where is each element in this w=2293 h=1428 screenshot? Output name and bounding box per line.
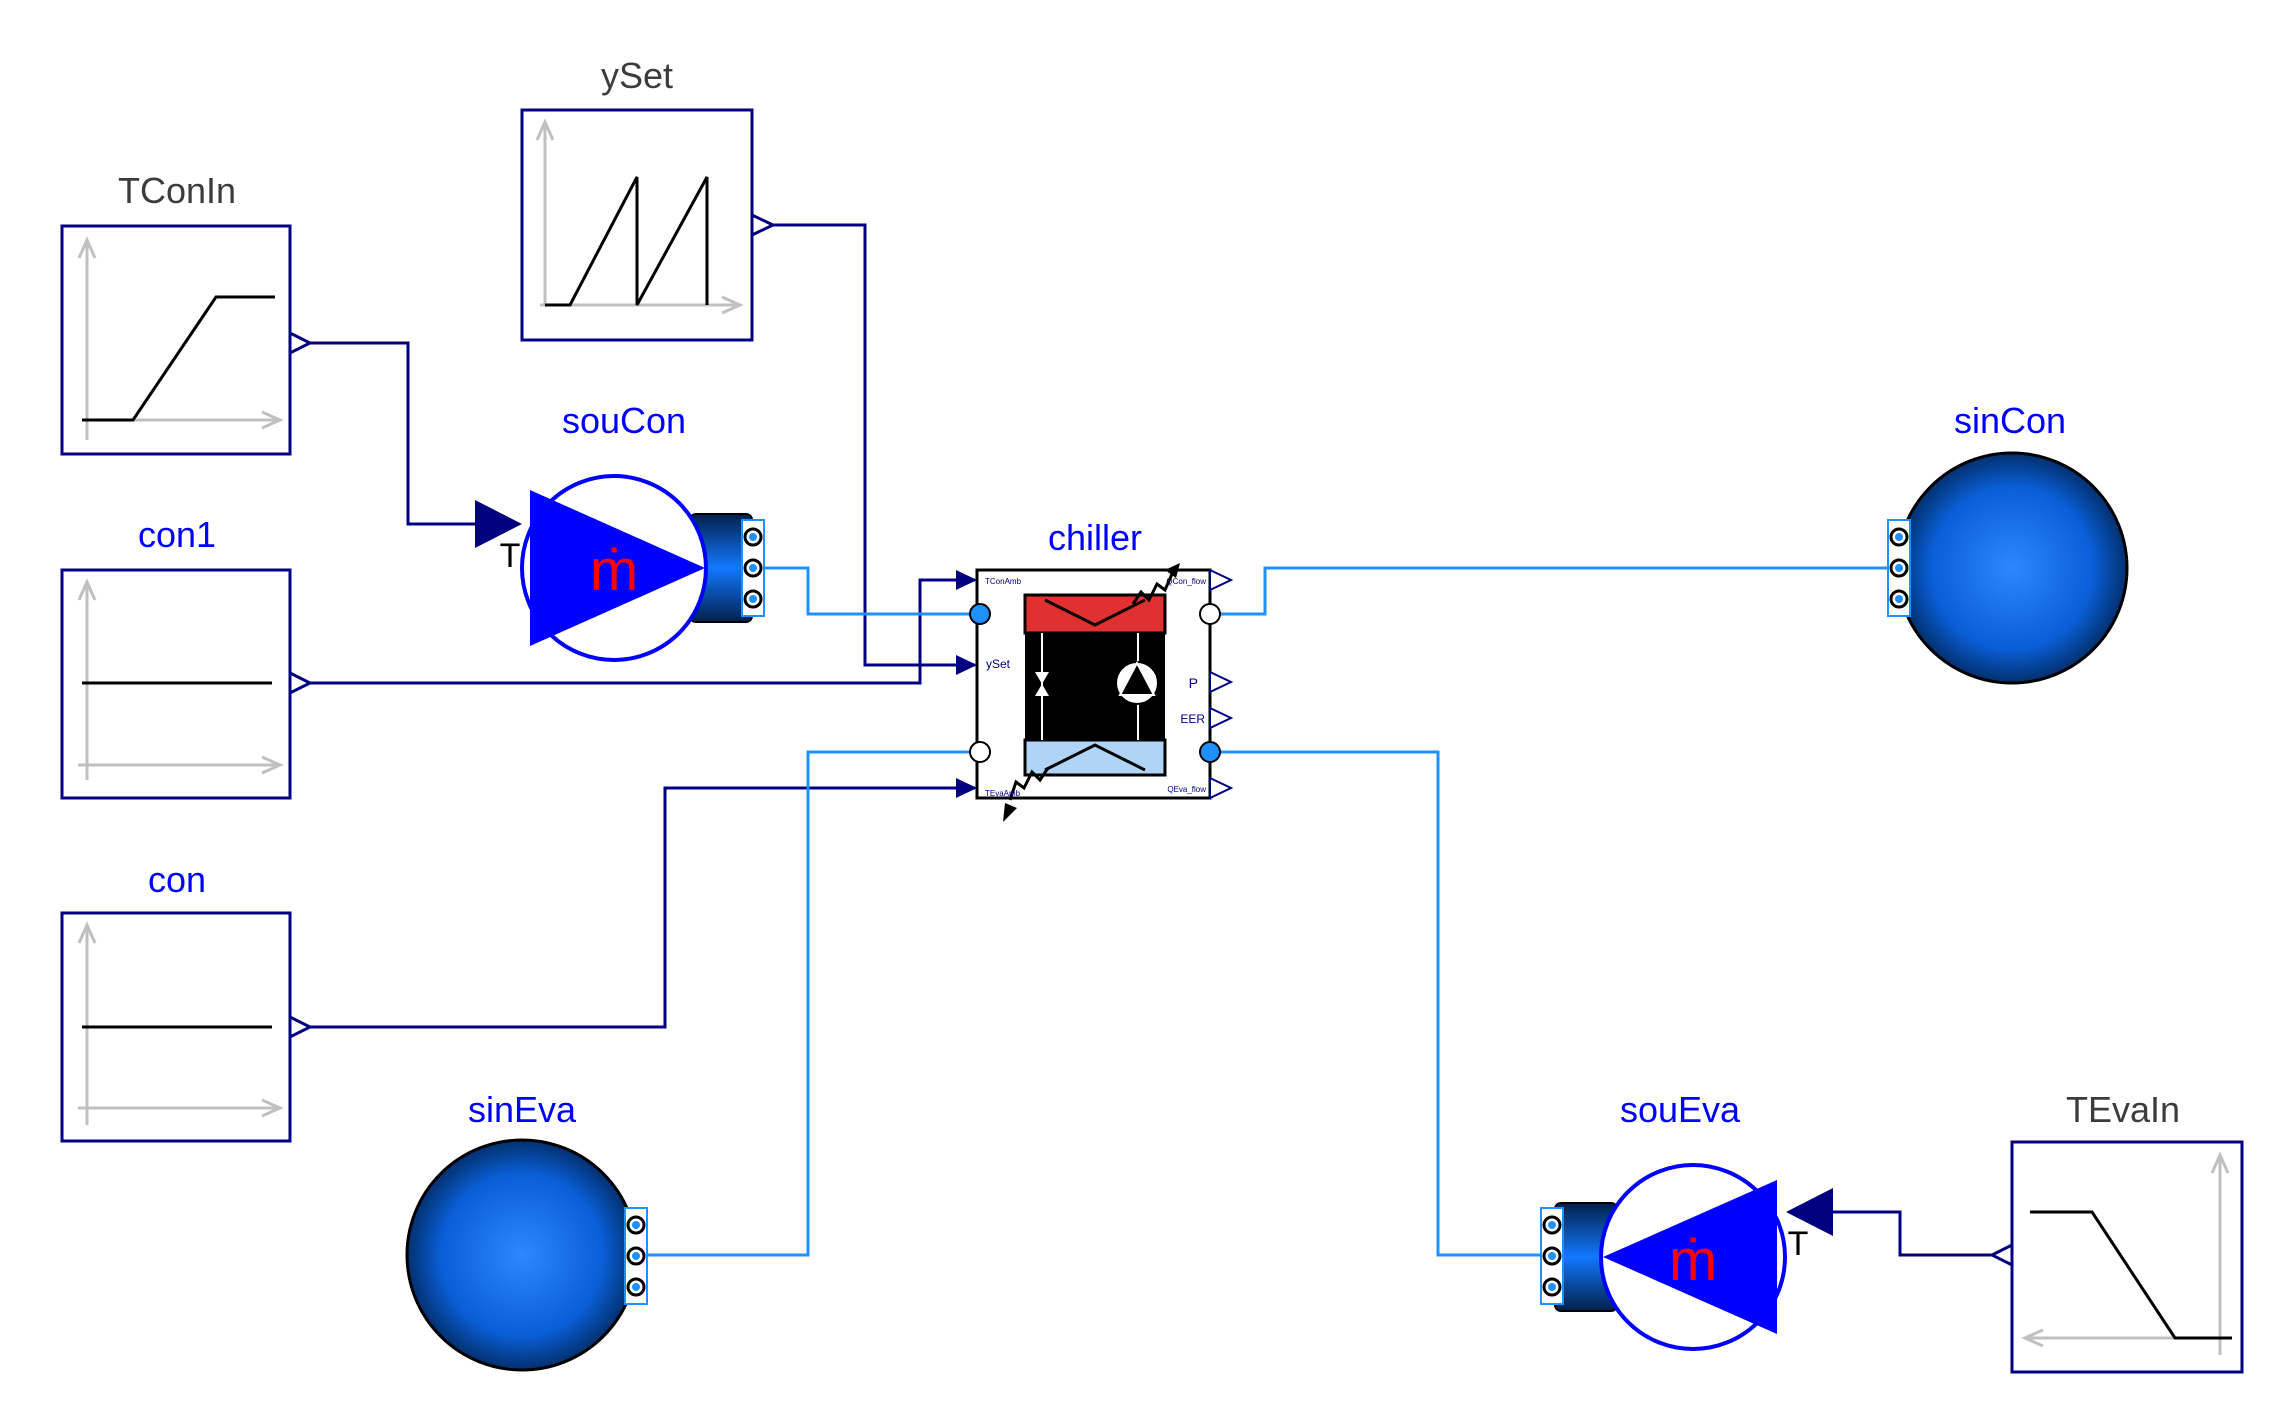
soucon-source[interactable]: souCon ṁ T [475, 400, 765, 662]
sincon-label: sinCon [1954, 400, 2066, 441]
con-block[interactable]: con [60, 859, 314, 1143]
soueva-mass-flow-symbol: ṁ [1669, 1228, 1717, 1293]
fluid-line-chiller-soueva[interactable] [1210, 750, 1548, 1257]
fluid-line-chiller-sincon[interactable] [1210, 566, 1898, 616]
tevain-block[interactable]: TEvaIn [1988, 1089, 2244, 1374]
soucon-t-input-label: T [500, 537, 521, 575]
yset-output-port[interactable] [750, 212, 777, 238]
chiller-port-p[interactable] [1209, 670, 1234, 694]
chiller-port-label-p: P [1189, 675, 1198, 691]
soucon-t-input-port[interactable] [475, 500, 522, 548]
chiller-block[interactable]: chiller TConAmb ySet TEvaAmb QCon_flow P [956, 517, 1234, 822]
chiller-fluid-port-con-in[interactable] [969, 603, 991, 625]
con1-output-port[interactable] [288, 670, 314, 696]
chiller-port-label-tconamb: TConAmb [985, 577, 1022, 586]
sineva-boundary[interactable]: sinEva [405, 1089, 648, 1372]
chiller-port-label-qcon-flow: QCon_flow [1166, 577, 1206, 586]
tevain-output-port[interactable] [1988, 1242, 2014, 1268]
con1-block[interactable]: con1 [60, 514, 314, 800]
expansion-valve-icon [1035, 672, 1049, 684]
soueva-t-input-port[interactable] [1786, 1188, 1833, 1236]
tconin-block[interactable]: TConIn [60, 170, 314, 456]
yset-block[interactable]: ySet [520, 55, 777, 342]
con-output-port[interactable] [288, 1014, 314, 1040]
sineva-fluid-ports[interactable] [624, 1207, 648, 1305]
chiller-port-yset[interactable] [956, 655, 977, 675]
tconin-output-port[interactable] [288, 330, 314, 356]
signal-line-tconin-soucon[interactable] [310, 341, 505, 526]
soucon-label: souCon [562, 400, 686, 441]
sincon-boundary[interactable]: sinCon [1887, 400, 2129, 685]
chiller-port-qeva-flow[interactable] [1209, 776, 1234, 800]
chiller-port-label-tevaamb: TEvaAmb [985, 789, 1021, 798]
soueva-t-input-label: T [1788, 1225, 1809, 1263]
chiller-fluid-port-eva-in[interactable] [1199, 741, 1221, 763]
soucon-mass-flow-symbol: ṁ [590, 538, 638, 603]
chiller-port-label-qeva-flow: QEva_flow [1167, 785, 1206, 794]
tevain-label: TEvaIn [2066, 1089, 2180, 1130]
chiller-port-qcon-flow[interactable] [1209, 568, 1234, 592]
sincon-fluid-ports[interactable] [1887, 519, 1911, 617]
yset-label: ySet [601, 55, 673, 96]
chiller-port-label-yset: ySet [986, 657, 1011, 671]
soueva-fluid-ports[interactable] [1540, 1207, 1564, 1305]
soueva-source[interactable]: souEva ṁ T [1540, 1089, 1833, 1351]
signal-line-yset-chiller[interactable] [773, 223, 975, 667]
fluid-line-soucon-chiller[interactable] [760, 566, 980, 616]
signal-line-tevain-soueva[interactable] [1810, 1210, 1992, 1257]
con-label: con [148, 859, 206, 900]
signal-line-con-chiller[interactable] [310, 786, 975, 1029]
chiller-fluid-port-eva-out[interactable] [969, 741, 991, 763]
sineva-label: sinEva [468, 1089, 577, 1130]
tconin-label: TConIn [118, 170, 236, 211]
soueva-label: souEva [1620, 1089, 1741, 1130]
fluid-line-sineva-chiller[interactable] [648, 750, 980, 1257]
chiller-port-eer[interactable] [1209, 706, 1234, 730]
chiller-port-tconamb[interactable] [956, 570, 977, 590]
con1-label: con1 [138, 514, 216, 555]
signal-line-con1-chiller[interactable] [310, 578, 975, 685]
chiller-fluid-port-con-out[interactable] [1199, 603, 1221, 625]
soucon-fluid-ports[interactable] [741, 519, 765, 617]
chiller-port-label-eer: EER [1180, 712, 1205, 726]
chiller-port-tevaamb[interactable] [956, 778, 977, 798]
connections [310, 223, 1992, 1257]
chiller-label: chiller [1048, 517, 1142, 558]
